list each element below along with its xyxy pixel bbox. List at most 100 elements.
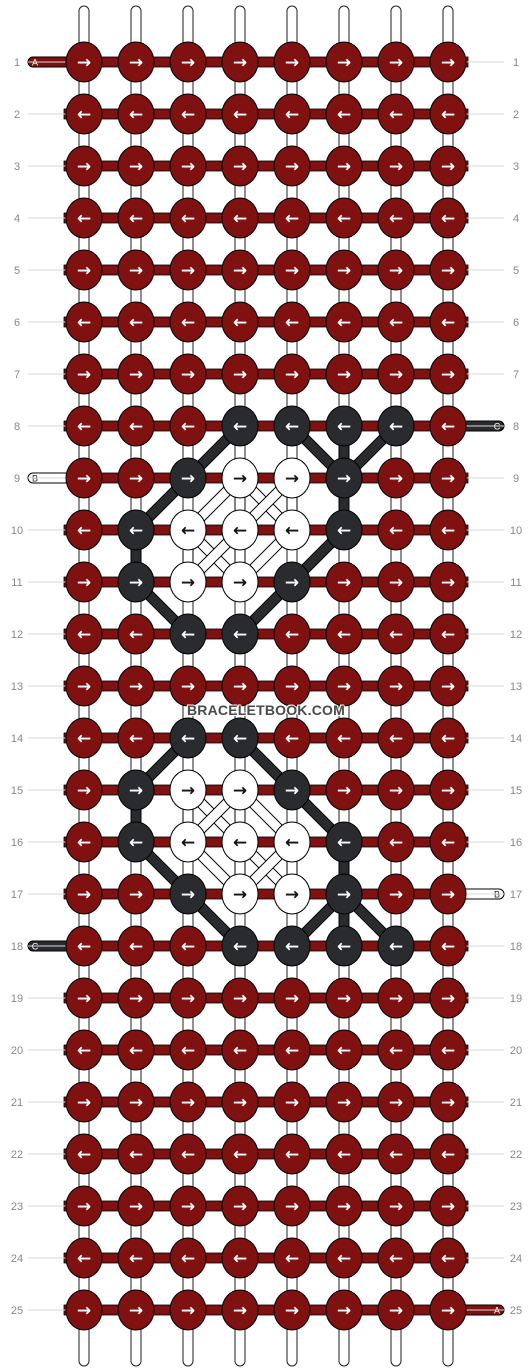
knot-oval xyxy=(429,1133,467,1175)
knot-oval xyxy=(325,717,363,759)
knot-oval xyxy=(221,405,259,447)
knot-oval xyxy=(273,509,311,551)
knot: → xyxy=(377,977,415,1019)
knot: → xyxy=(377,1289,415,1331)
arrow-right-icon: → xyxy=(77,1093,91,1113)
knot: → xyxy=(169,665,207,707)
knot-oval xyxy=(325,353,363,395)
knot-oval xyxy=(117,249,155,291)
knot-oval xyxy=(65,925,103,967)
arrow-right-icon: → xyxy=(233,261,247,281)
knot-oval xyxy=(377,561,415,603)
arrow-right-icon: → xyxy=(233,1301,247,1321)
knot-oval xyxy=(377,1289,415,1331)
knot-oval xyxy=(325,925,363,967)
arrow-left-icon: ← xyxy=(181,625,195,645)
knot: ← xyxy=(377,197,415,239)
knot-oval xyxy=(273,405,311,447)
knot: → xyxy=(117,1289,155,1331)
knot-oval xyxy=(65,1029,103,1071)
arrow-left-icon: ← xyxy=(285,417,299,437)
knot-oval xyxy=(117,665,155,707)
knot-oval xyxy=(117,41,155,83)
arrow-right-icon: → xyxy=(129,573,143,593)
row-number-left: 1 xyxy=(14,57,20,69)
arrow-left-icon: ← xyxy=(441,417,455,437)
arrow-left-icon: ← xyxy=(233,833,247,853)
knot-oval xyxy=(429,925,467,967)
row-number-right: 3 xyxy=(513,161,519,173)
knot: → xyxy=(65,977,103,1019)
knot: → xyxy=(429,873,467,915)
knot-oval xyxy=(221,145,259,187)
arrow-left-icon: ← xyxy=(129,833,143,853)
arrow-left-icon: ← xyxy=(441,313,455,333)
arrow-right-icon: → xyxy=(181,1301,195,1321)
knot-oval xyxy=(169,249,207,291)
knot: → xyxy=(325,1185,363,1227)
knot: → xyxy=(429,561,467,603)
arrow-left-icon: ← xyxy=(441,833,455,853)
knot: → xyxy=(429,769,467,811)
arrow-right-icon: → xyxy=(441,885,455,905)
knot-oval xyxy=(65,1237,103,1279)
arrow-right-icon: → xyxy=(389,157,403,177)
arrow-right-icon: → xyxy=(389,989,403,1009)
knot-oval xyxy=(429,93,467,135)
knot: → xyxy=(377,353,415,395)
arrow-right-icon: → xyxy=(337,573,351,593)
knot: → xyxy=(429,1081,467,1123)
knot: ← xyxy=(273,93,311,135)
arrow-right-icon: → xyxy=(389,1093,403,1113)
row-number-right: 10 xyxy=(510,525,522,537)
knot: ← xyxy=(273,301,311,343)
knot: → xyxy=(325,457,363,499)
knot: → xyxy=(117,249,155,291)
row-number-right: 8 xyxy=(513,421,519,433)
knot-oval xyxy=(377,925,415,967)
arrow-left-icon: ← xyxy=(441,1041,455,1061)
knot-oval xyxy=(273,1081,311,1123)
arrow-right-icon: → xyxy=(389,261,403,281)
knot-oval xyxy=(169,509,207,551)
arrow-right-icon: → xyxy=(77,157,91,177)
knot: → xyxy=(221,457,259,499)
knot: ← xyxy=(273,613,311,655)
knot-oval xyxy=(429,1237,467,1279)
arrow-right-icon: → xyxy=(285,677,299,697)
knot: ← xyxy=(429,925,467,967)
arrow-left-icon: ← xyxy=(129,1249,143,1269)
knot: → xyxy=(273,41,311,83)
knot-oval xyxy=(377,249,415,291)
knot-oval xyxy=(325,249,363,291)
arrow-right-icon: → xyxy=(285,365,299,385)
knot: ← xyxy=(117,301,155,343)
arrow-left-icon: ← xyxy=(285,833,299,853)
knot: ← xyxy=(377,509,415,551)
knot-oval xyxy=(429,457,467,499)
arrow-right-icon: → xyxy=(181,469,195,489)
row-number-left: 3 xyxy=(14,161,20,173)
knot-oval xyxy=(169,925,207,967)
knot-oval xyxy=(221,1289,259,1331)
knot-oval xyxy=(377,613,415,655)
row-number-right: 5 xyxy=(513,265,519,277)
knot: → xyxy=(65,41,103,83)
knot-oval xyxy=(65,873,103,915)
arrow-right-icon: → xyxy=(285,573,299,593)
knot-oval xyxy=(273,1289,311,1331)
knot: ← xyxy=(273,197,311,239)
arrow-left-icon: ← xyxy=(181,729,195,749)
knot-oval xyxy=(273,1185,311,1227)
knot-oval xyxy=(273,93,311,135)
knot: → xyxy=(273,769,311,811)
knot: → xyxy=(273,1289,311,1331)
row-number-right: 1 xyxy=(513,57,519,69)
arrow-right-icon: → xyxy=(233,885,247,905)
knot: → xyxy=(377,873,415,915)
knot: → xyxy=(273,145,311,187)
arrow-left-icon: ← xyxy=(441,625,455,645)
knot: ← xyxy=(221,613,259,655)
arrow-left-icon: ← xyxy=(389,105,403,125)
knot: ← xyxy=(169,197,207,239)
